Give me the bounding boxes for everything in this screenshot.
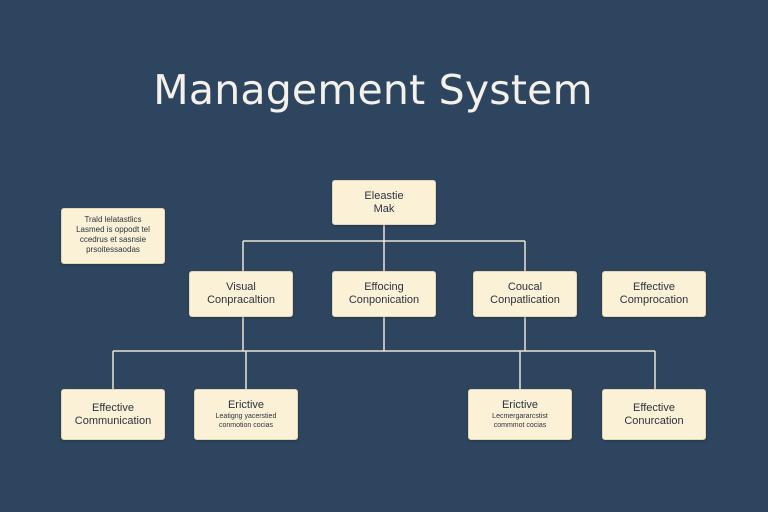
node-label-line1: Erictive	[501, 399, 539, 411]
node-label-line1: Effective	[92, 401, 134, 414]
node-label-line1: Coucal	[507, 281, 543, 293]
level2-node-3: Erictive Lecmergararcstist commmot cocia…	[468, 389, 572, 440]
node-label-line2: Conponication	[348, 294, 420, 306]
node-label-line3: commmot cocias	[493, 422, 547, 429]
node-label-line2: Mak	[373, 202, 395, 215]
level1-node-4: Effective Comprocation	[602, 271, 706, 317]
node-label-line2: Leatigng yacerstied	[215, 413, 277, 420]
node-label-line1: Eleastie	[364, 189, 404, 202]
node-label-line2: Conpatlication	[490, 294, 560, 306]
node-label-line3: conmotion cocias	[218, 422, 274, 429]
node-label-line1: Visual	[226, 281, 256, 293]
node-label-line2: Comprocation	[619, 294, 689, 306]
level2-node-2: Erictive Leatigng yacerstied conmotion c…	[194, 389, 298, 440]
node-label-line1: Effocing	[364, 281, 404, 293]
node-label-line2: Communication	[74, 414, 152, 427]
node-label-line1: Erictive	[227, 399, 265, 411]
side-note-line: Trald lelatastlics	[84, 215, 142, 224]
level1-node-3: Coucal Conpatlication	[473, 271, 577, 317]
diagram-title: Management System	[153, 66, 593, 114]
root-node: Eleastie Mak	[332, 180, 436, 225]
level2-node-4: Effective Conurcation	[602, 389, 706, 440]
node-label-line1: Effective	[633, 281, 675, 293]
level2-node-1: Effective Communication	[61, 389, 165, 440]
level1-node-2: Effocing Conponication	[332, 271, 436, 317]
node-label-line1: Effective	[633, 401, 675, 414]
side-note-line: ccedrus et sasnsie	[79, 235, 147, 244]
node-label-line2: Lecmergararcstist	[492, 413, 548, 420]
level1-node-1: Visual Conpracaltion	[189, 271, 293, 317]
side-note-box: Trald lelatastlics Lasmed is oppodt tel …	[61, 208, 165, 264]
node-label-line2: Conpracaltion	[207, 294, 275, 306]
side-note-line: Lasmed is oppodt tel	[76, 225, 150, 234]
node-label-line2: Conurcation	[624, 414, 684, 427]
side-note-line: prsoitessaodas	[86, 245, 140, 254]
